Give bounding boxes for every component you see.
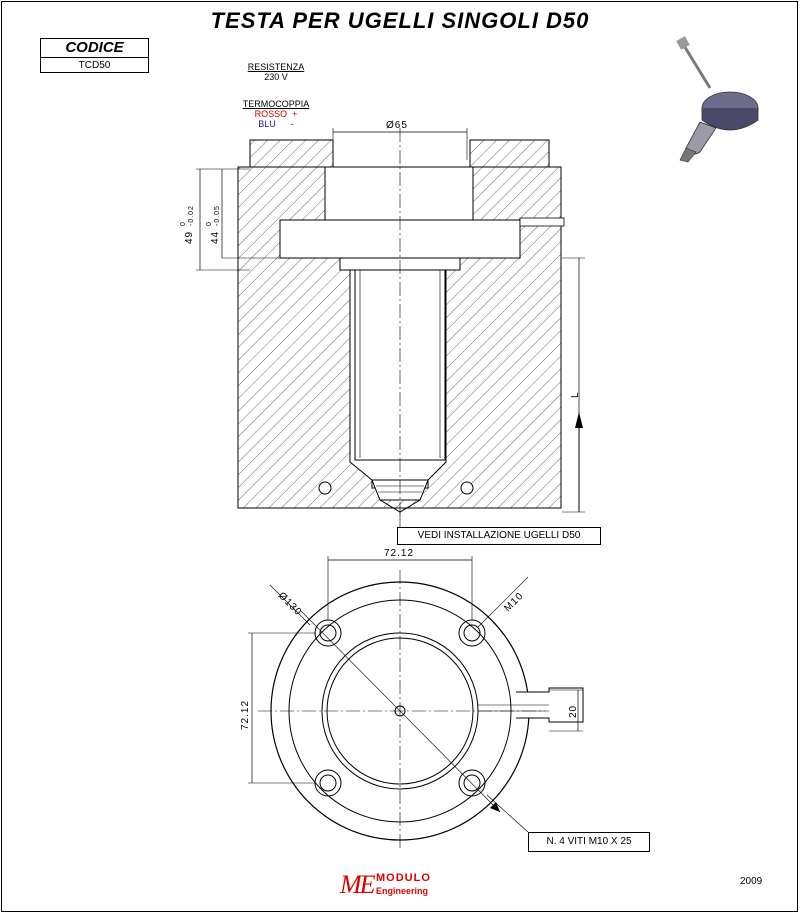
resistenza-label: RESISTENZA bbox=[247, 62, 305, 72]
screw-hole-right bbox=[460, 481, 474, 495]
section-view bbox=[237, 128, 565, 520]
logo-me: ME bbox=[340, 870, 376, 899]
dim-L: L bbox=[562, 257, 585, 513]
termocoppia-note: TERMOCOPPIA ROSSO + BLU - bbox=[236, 99, 316, 129]
resistenza-note: RESISTENZA 230 V bbox=[240, 62, 312, 82]
callout-vedi: VEDI INSTALLAZIONE UGELLI D50 bbox=[397, 527, 601, 545]
codice-box: CODICE TCD50 bbox=[40, 38, 149, 73]
dim-phi65: Ø65 bbox=[332, 120, 468, 160]
dim-phi130-label: Ø130 bbox=[276, 590, 304, 618]
dim-49-tol-upper: 0 bbox=[180, 221, 187, 226]
logo-modulo: MODULO bbox=[376, 872, 431, 884]
dim-20-label: 20 bbox=[568, 705, 579, 718]
dim-height: 49 0 -0.02 44 0 -0.05 bbox=[180, 168, 282, 271]
dim-49-label: 49 bbox=[184, 231, 195, 244]
dim-44-tol-upper: 0 bbox=[206, 221, 213, 226]
termocoppia-blu: BLU - bbox=[258, 119, 294, 129]
cable-channel bbox=[519, 217, 565, 227]
codice-header: CODICE bbox=[41, 39, 148, 58]
nozzle-3d-icon bbox=[676, 36, 759, 163]
company-logo: ME MODULO Engineering bbox=[340, 870, 450, 900]
cap-plate bbox=[249, 139, 550, 168]
dim-49-tol-lower: -0.02 bbox=[188, 205, 195, 226]
termocoppia-label: TERMOCOPPIA bbox=[242, 99, 310, 109]
screw-hole-br bbox=[458, 769, 486, 797]
cable-slot bbox=[516, 687, 584, 723]
dim-44-label: 44 bbox=[210, 231, 221, 244]
dim-20: 20 bbox=[549, 689, 583, 732]
codice-value: TCD50 bbox=[78, 60, 111, 71]
dim-side-72: 72.12 bbox=[240, 632, 316, 784]
dim-top-72: 72.12 bbox=[327, 548, 473, 620]
screw-hole-left bbox=[318, 481, 332, 495]
dim-m10-label: M10 bbox=[502, 590, 526, 614]
dim-44-tol-lower: -0.05 bbox=[214, 205, 221, 226]
dim-side-72-label: 72.12 bbox=[240, 700, 251, 730]
top-view bbox=[258, 570, 584, 850]
drawing-year: 2009 bbox=[740, 876, 763, 887]
dim-phi65-label: Ø65 bbox=[386, 120, 408, 131]
drawing-title: TESTA PER UGELLI SINGOLI D50 bbox=[210, 8, 590, 33]
dim-top-72-label: 72.12 bbox=[384, 548, 414, 559]
resistenza-value: 230 V bbox=[264, 72, 288, 82]
callout-viti: N. 4 VITI M10 X 25 bbox=[528, 832, 650, 852]
logo-engineering: Engineering bbox=[376, 886, 429, 896]
dim-L-label: L bbox=[570, 391, 581, 398]
termocoppia-rosso: ROSSO + bbox=[254, 109, 298, 119]
